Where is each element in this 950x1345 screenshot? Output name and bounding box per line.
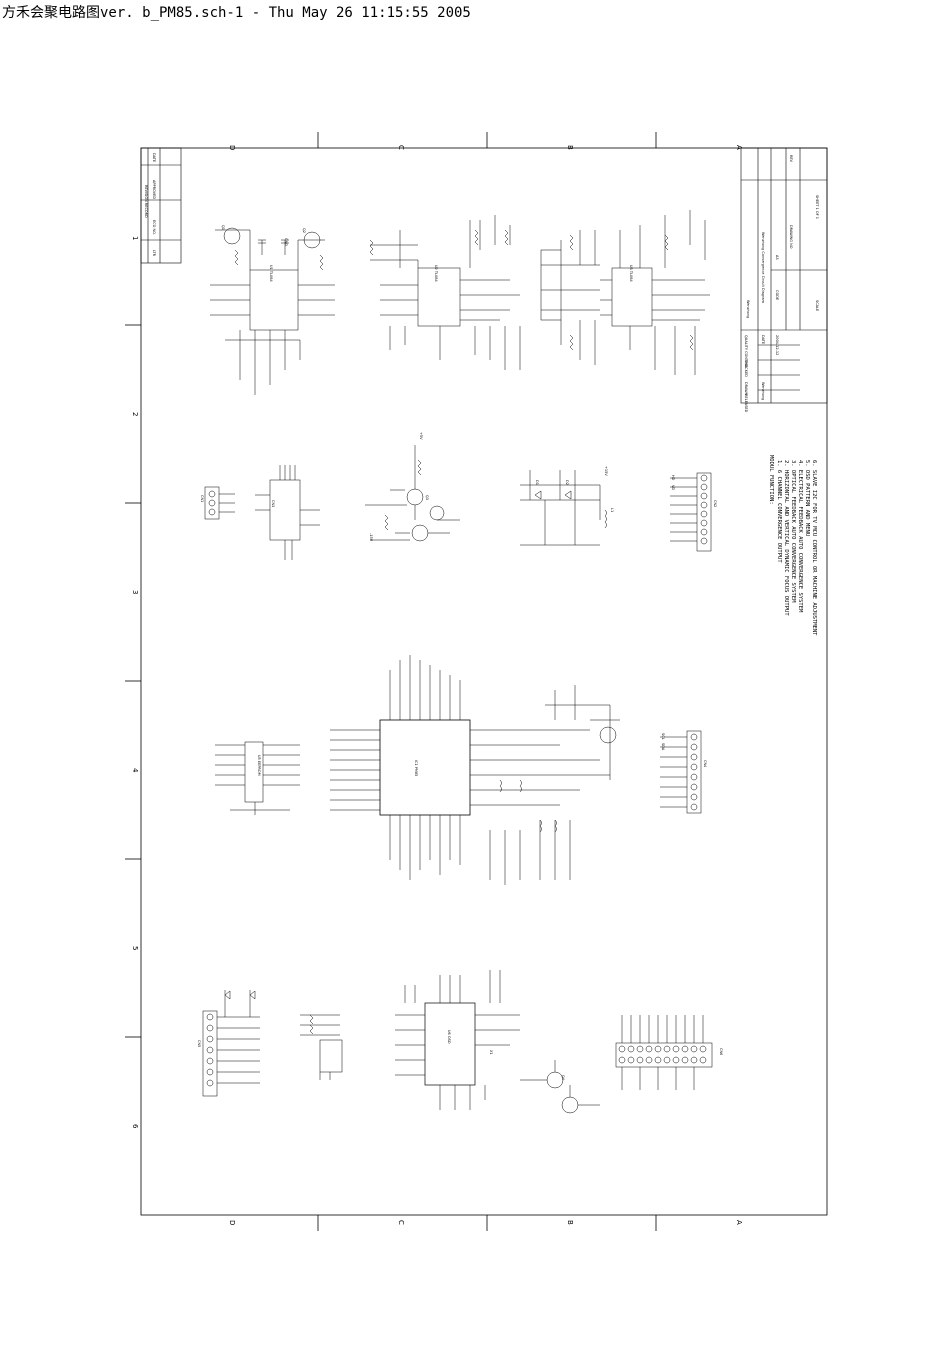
connector-cn5 xyxy=(202,990,260,1097)
zone-number-6: 6 xyxy=(131,1124,139,1129)
zone-letter-top-a: A xyxy=(735,145,743,150)
amp-section-3 xyxy=(540,230,600,365)
label-d2: D2 xyxy=(565,480,569,485)
label-u1: U1 TL084 xyxy=(269,265,273,282)
title-block-date-label: DATE xyxy=(761,335,765,344)
zone-letter-bottom-a: A xyxy=(735,1220,743,1225)
zone-number-5: 5 xyxy=(131,946,139,950)
revision-col-date: DATE xyxy=(152,153,156,162)
label-x1: X1 xyxy=(489,1050,493,1055)
title-block-released: RELEASED xyxy=(744,394,748,413)
connector-cn2 xyxy=(670,472,712,552)
label-cn4: CN4 xyxy=(703,760,707,768)
label-vpp: +15V xyxy=(604,466,608,476)
notes-line-1: 1. 6 CHANNEL CONVERGENCE OUTPUT xyxy=(776,460,782,563)
main-mcu-ic1 xyxy=(330,655,620,885)
label-u5: U5 EEPROM xyxy=(257,755,261,776)
notes-line-4: 4. ELECTRICAL FEEDBACK AUTO CONVERGENCE … xyxy=(797,460,803,613)
amp-section-4 xyxy=(600,210,710,375)
label-u2: U2 TL084 xyxy=(434,265,438,282)
revision-col-ltr: LTR xyxy=(152,250,156,257)
zone-number-2: 2 xyxy=(131,412,139,416)
label-vcc: +5V xyxy=(419,432,423,440)
zone-letter-bottom-d: D xyxy=(228,1220,236,1225)
label-u3: U3 TL084 xyxy=(629,265,633,282)
label-gnd: GND xyxy=(284,238,288,246)
label-cn5: CN5 xyxy=(197,1040,201,1047)
ic-u6-dip xyxy=(215,741,300,815)
title-block-code: CODE xyxy=(775,290,779,300)
zone-number-3: 3 xyxy=(131,590,139,594)
label-scl: SCL xyxy=(661,733,665,740)
title-block-company: Wenzhong xyxy=(746,300,750,318)
zone-number-4: 4 xyxy=(131,768,139,773)
title-block-date-value: 2004-12-12 xyxy=(775,335,779,355)
zone-letter-bottom-c: C xyxy=(397,1220,405,1225)
notes-line-6: 6. SLAVE I2C FOR TV MCU CONTROL OR MACHI… xyxy=(811,460,817,636)
revision-record-heading: REVISION RECORD xyxy=(144,185,148,218)
title-block-drawn-by: Wenzhong xyxy=(761,382,765,400)
label-q4: Q4 xyxy=(561,1075,565,1081)
zone-letter-top-b: B xyxy=(566,145,574,150)
label-ic1: IC1 PM85 xyxy=(414,760,418,776)
title-block-size: A3 xyxy=(775,255,779,260)
zone-number-1: 1 xyxy=(131,236,139,240)
title-block-drawn: DRAWN xyxy=(744,382,748,396)
label-d1: D1 xyxy=(535,480,539,485)
zone-letter-top-c: C xyxy=(397,145,405,150)
modul-function-notes: MODUL FUNCTION: 1. 6 CHANNEL CONVERGENCE… xyxy=(768,455,817,636)
label-l1: L1 xyxy=(610,508,614,512)
zone-letter-top-d: D xyxy=(228,145,236,150)
revision-record-block: REVISION RECORD LTR ECO NO. APPROVED DAT… xyxy=(140,147,182,264)
label-vd: VD xyxy=(671,485,675,490)
drawing-border xyxy=(140,147,828,1216)
label-cn3: CN3 xyxy=(271,500,275,507)
connector-cn1 xyxy=(204,486,235,520)
ic-u5 xyxy=(255,465,320,560)
connector-cn4 xyxy=(660,730,702,814)
connector-cn6 xyxy=(615,1015,713,1090)
header-title-filename: ver. b_PM85.sch-1 - Thu May 26 11:15:55 … xyxy=(100,5,471,21)
title-block-title: Wenzhong Convergence Circuit Diagram xyxy=(761,232,765,304)
notes-line-5: 5. OSD PATTERN AND MENU xyxy=(804,460,810,536)
title-block-rev: REV xyxy=(789,155,793,163)
label-cn6: CN6 xyxy=(719,1048,723,1055)
label-vee: -15V xyxy=(369,533,373,542)
label-q3: Q3 xyxy=(425,495,429,500)
label-cn2: CN2 xyxy=(713,500,717,507)
title-block: Wenzhong Wenzhong Convergence Circuit Di… xyxy=(740,147,828,413)
label-u6: U6 OSD xyxy=(447,1030,451,1044)
label-q2: Q2 xyxy=(302,228,306,233)
diode-section xyxy=(520,470,607,546)
label-hd: HD xyxy=(671,475,675,481)
title-block-sheet: SHEET 1 OF 1 xyxy=(815,195,819,219)
title-block-scale: SCALE xyxy=(815,300,819,311)
header-title-chinese: 方禾会聚电路图 xyxy=(2,5,100,21)
osd-ic xyxy=(395,970,600,1114)
revision-col-eco: ECO NO. xyxy=(152,220,156,235)
title-block-checked: CHECKED xyxy=(744,360,748,377)
notes-heading: MODUL FUNCTION: xyxy=(768,455,774,505)
notes-line-2: 2. HORIZONTAL AND VERTICAL DYNAMIC FOCUS… xyxy=(783,460,789,616)
zone-letter-bottom-b: B xyxy=(566,1220,574,1225)
title-block-drawing-no: DRAWING NO xyxy=(789,225,793,249)
amp-section-1 xyxy=(210,227,335,395)
label-q1: Q1 xyxy=(221,225,225,230)
label-cn1: CN1 xyxy=(200,495,204,502)
ic-u7 xyxy=(300,1014,343,1080)
title-block-quality: QUALITY CONTROL xyxy=(744,335,748,368)
transistor-section-q1q2 xyxy=(365,445,460,542)
amp-section-2 xyxy=(369,215,521,370)
file-header: 方禾会聚电路图ver. b_PM85.sch-1 - Thu May 26 11… xyxy=(2,2,471,22)
label-sda: SDA xyxy=(661,743,665,751)
notes-line-3: 3. OPTICAL FEEDBACK AUTO CONVERGENCE SYS… xyxy=(790,460,796,603)
revision-col-approved: APPROVED xyxy=(152,180,156,199)
